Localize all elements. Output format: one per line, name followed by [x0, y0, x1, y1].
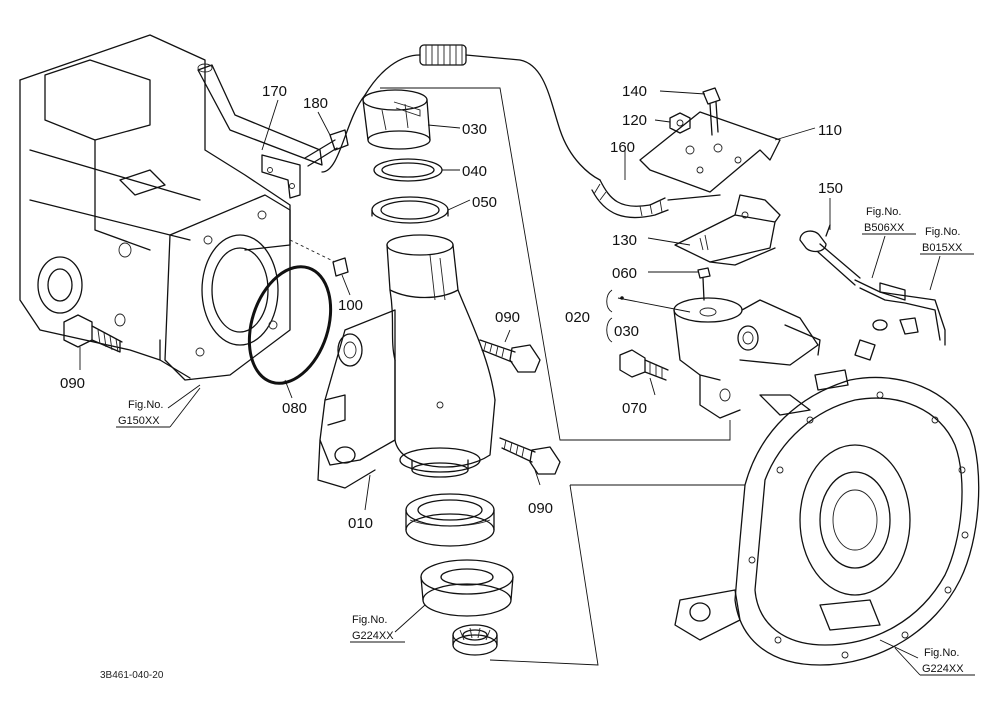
bolt-090-lower	[499, 437, 561, 475]
washer-040	[373, 158, 443, 182]
label-130: 130	[612, 232, 637, 249]
knuckle-010	[317, 234, 496, 489]
svg-text:Fig.No.: Fig.No.	[128, 399, 163, 411]
fig-ref-g224-bearing: Fig.No. G224XX	[350, 614, 405, 643]
svg-text:Fig.No.: Fig.No.	[866, 206, 901, 218]
cable-spring	[321, 44, 601, 181]
label-030-right: 030	[614, 323, 639, 340]
svg-text:B015XX: B015XX	[922, 242, 963, 254]
hose-160	[591, 179, 721, 219]
plate-110	[639, 111, 781, 193]
label-110: 110	[818, 122, 842, 139]
bolt-140	[702, 87, 721, 136]
label-100: 100	[338, 297, 363, 314]
label-070: 070	[622, 400, 647, 417]
wire-harness	[854, 279, 946, 346]
bracket-130	[674, 194, 781, 266]
fig-ref-g150: Fig.No. G150XX	[116, 387, 201, 428]
lower-bearing	[420, 559, 514, 617]
bolt-180	[304, 129, 349, 167]
seal-050	[371, 196, 449, 224]
fig-ref-b015: Fig.No. B015XX	[920, 226, 974, 255]
drawing-code: 3B461-040-20	[100, 670, 164, 681]
bushing-030-top	[362, 89, 431, 150]
bolt-090-upper	[479, 339, 541, 373]
svg-text:G224XX: G224XX	[922, 663, 964, 675]
fig-ref-b506: Fig.No. B506XX	[862, 206, 916, 235]
label-020: 020	[565, 309, 590, 326]
fig-ref-g224-case: Fig.No. G224XX	[894, 647, 975, 676]
svg-text:B506XX: B506XX	[864, 222, 905, 234]
figure-refs: Fig.No. G150XX Fig.No. G224XX Fig.No. G2…	[116, 206, 975, 676]
label-090-left: 090	[60, 375, 85, 392]
label-060: 060	[612, 265, 637, 282]
grease-fitting-060	[697, 267, 711, 301]
label-090-upper: 090	[495, 309, 520, 326]
leader-lines	[79, 87, 941, 666]
label-150: 150	[818, 180, 843, 197]
label-180: 180	[303, 95, 328, 112]
part-labels: 170 180 030 040 050 100 090 090 090 080 …	[60, 83, 843, 532]
label-030-top: 030	[462, 121, 487, 138]
lower-seal	[405, 493, 495, 547]
arm-030	[673, 297, 821, 419]
svg-text:G150XX: G150XX	[118, 415, 160, 427]
thrust-bearing	[452, 624, 498, 656]
label-160: 160	[610, 139, 635, 156]
pipe-170	[197, 63, 323, 199]
svg-text:Fig.No.: Fig.No.	[924, 647, 959, 659]
bolt-090-left	[63, 314, 123, 353]
label-170: 170	[262, 83, 287, 100]
svg-text:Fig.No.: Fig.No.	[352, 614, 387, 626]
label-120: 120	[622, 112, 647, 129]
label-050: 050	[472, 194, 497, 211]
label-040: 040	[462, 163, 487, 180]
svg-text:G224XX: G224XX	[352, 630, 394, 642]
label-140: 140	[622, 83, 647, 100]
svg-text:Fig.No.: Fig.No.	[925, 226, 960, 238]
o-ring-080	[247, 265, 333, 385]
pin-100	[332, 257, 349, 277]
clamp-150	[799, 224, 861, 286]
final-drive-case	[674, 339, 980, 666]
axle-housing	[19, 34, 291, 381]
nut-120	[669, 112, 691, 134]
group-dot	[620, 296, 624, 300]
label-080: 080	[282, 400, 307, 417]
bolt-070	[619, 349, 669, 381]
label-090-lower: 090	[528, 500, 553, 517]
label-010: 010	[348, 515, 373, 532]
